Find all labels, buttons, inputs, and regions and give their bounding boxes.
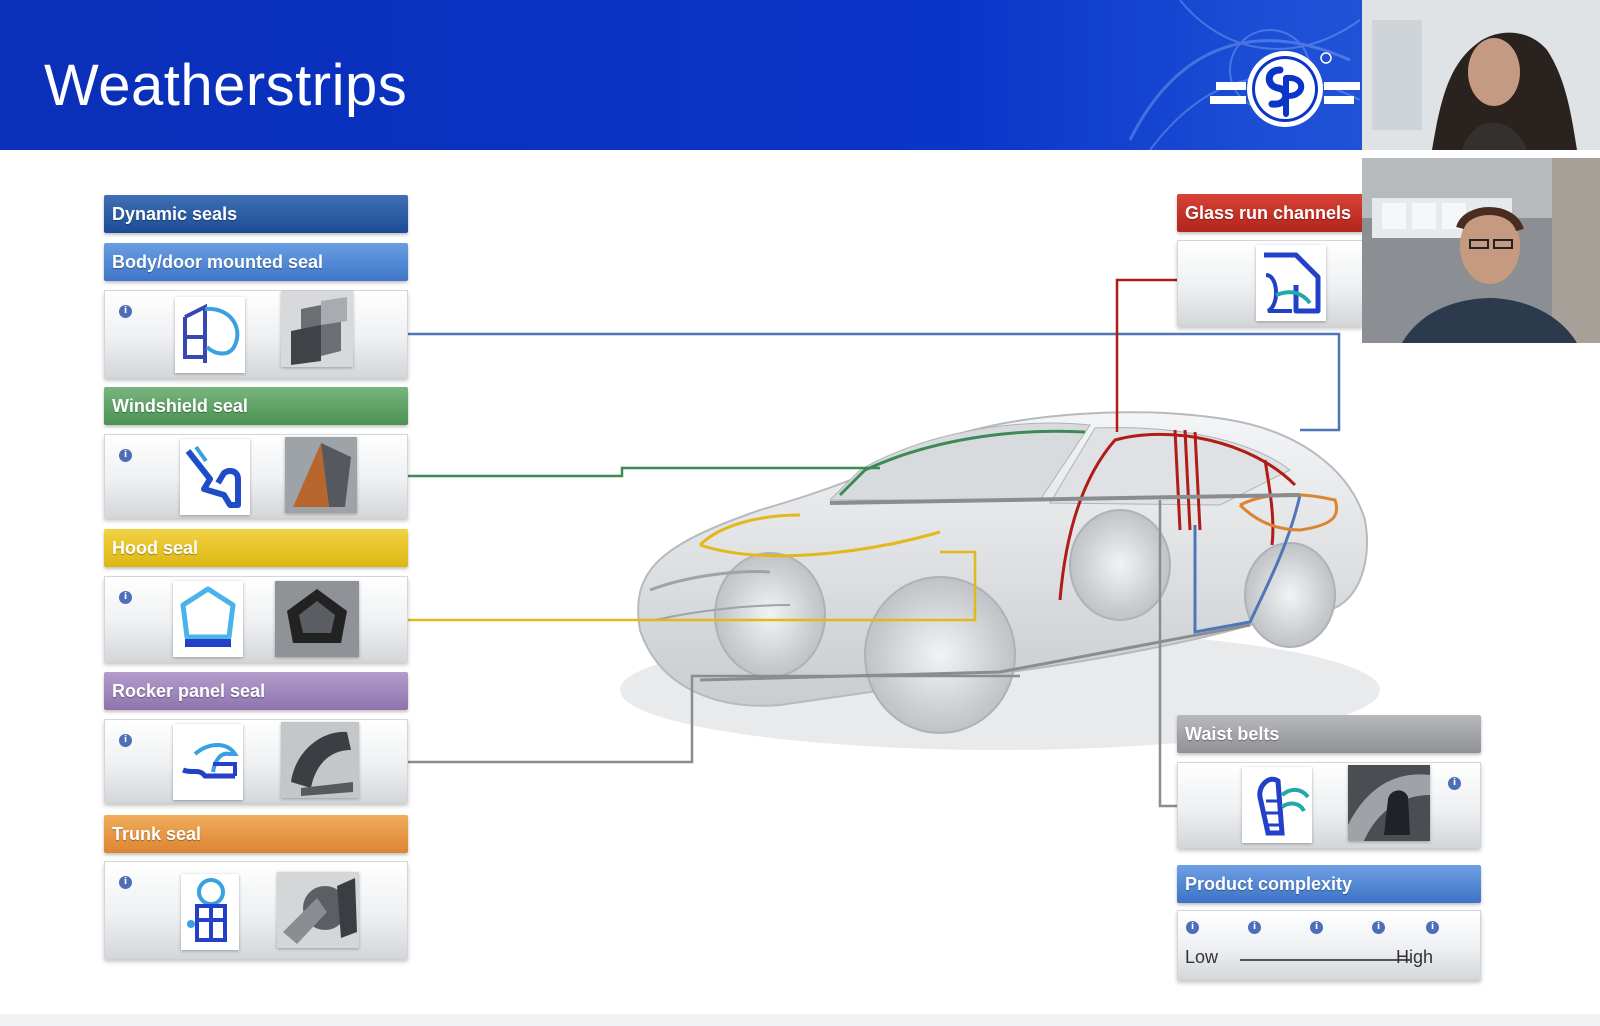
info-icon[interactable]: i: [119, 876, 132, 889]
body-door-seal-profile: [175, 297, 245, 373]
rocker-panel-seal-photo: [281, 722, 359, 798]
slide-title: Weatherstrips: [44, 53, 408, 118]
body-door-seal-card: i: [104, 290, 408, 378]
participant-video-2[interactable]: [1362, 158, 1600, 343]
hood-seal-label: Hood seal: [104, 529, 408, 567]
windshield-seal-profile: [180, 439, 250, 515]
windshield-seal-card: i: [104, 434, 408, 518]
info-icon[interactable]: i: [1372, 921, 1385, 934]
trunk-seal-profile: [181, 874, 239, 950]
windshield-seal-photo: [285, 437, 357, 513]
info-icon[interactable]: i: [1426, 921, 1439, 934]
bottom-strip: [0, 1014, 1600, 1026]
waist-belt-photo: [1348, 765, 1430, 841]
info-icon[interactable]: i: [1448, 777, 1461, 790]
waist-belt-profile: [1242, 767, 1312, 843]
glass-run-channels-card: [1177, 240, 1363, 326]
product-complexity-card: i i i i i Low High: [1177, 910, 1481, 980]
info-icon[interactable]: i: [1248, 921, 1261, 934]
info-icon[interactable]: i: [119, 591, 132, 604]
glass-run-channel-profile: [1256, 245, 1326, 321]
info-icon[interactable]: i: [119, 305, 132, 318]
rocker-panel-seal-card: i: [104, 719, 408, 803]
info-icon[interactable]: i: [119, 734, 132, 747]
trunk-seal-label: Trunk seal: [104, 815, 408, 853]
waist-belts-card: i: [1177, 762, 1481, 848]
trunk-seal-photo: [277, 872, 359, 948]
product-complexity-label: Product complexity: [1177, 865, 1481, 903]
sp-logo: [1210, 51, 1360, 127]
hood-seal-card: i: [104, 576, 408, 662]
complexity-high-label: High: [1396, 947, 1434, 967]
hood-seal-profile: [173, 581, 243, 657]
info-icon[interactable]: i: [1186, 921, 1199, 934]
complexity-low-label: Low: [1185, 947, 1219, 967]
slide-header: Weatherstrips: [0, 0, 1600, 150]
rocker-panel-seal-label: Rocker panel seal: [104, 672, 408, 710]
waist-belts-label: Waist belts: [1177, 715, 1481, 753]
dynamic-seals-header: Dynamic seals: [104, 195, 408, 233]
hood-seal-photo: [275, 581, 359, 657]
glass-run-channels-label: Glass run channels: [1177, 194, 1363, 232]
info-icon[interactable]: i: [119, 449, 132, 462]
windshield-seal-label: Windshield seal: [104, 387, 408, 425]
body-door-seal-photo: [281, 291, 353, 367]
participant-video-1[interactable]: [1362, 0, 1600, 150]
info-icon[interactable]: i: [1310, 921, 1323, 934]
header-swirl-decoration: [1128, 0, 1360, 150]
complexity-scale-line: [1240, 959, 1410, 961]
rocker-panel-seal-profile: [173, 724, 243, 800]
body-door-seal-label: Body/door mounted seal: [104, 243, 408, 281]
trunk-seal-card: i: [104, 861, 408, 959]
